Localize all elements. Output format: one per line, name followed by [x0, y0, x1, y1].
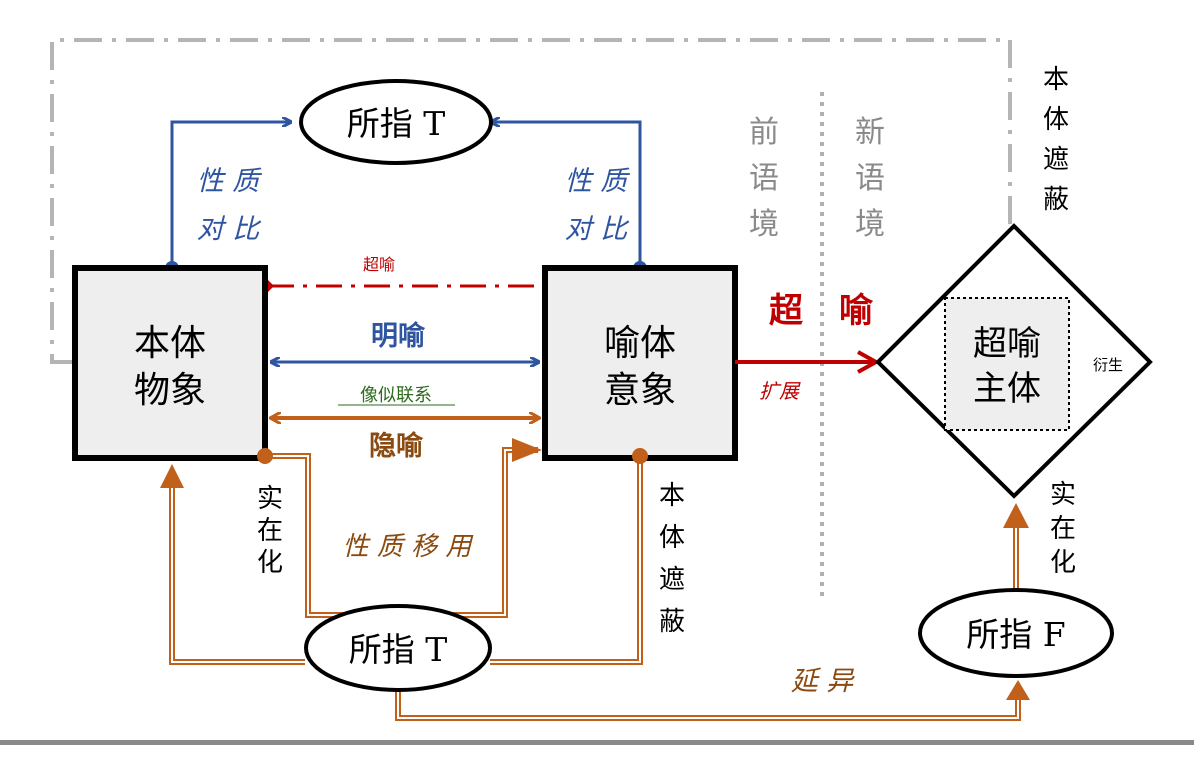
derive-label: 衍生	[1093, 356, 1123, 374]
contrast-right-line-1: 性 质	[565, 166, 631, 197]
similarity-label: 像似联系	[360, 385, 432, 406]
contrast-left-line-2: 对 比	[197, 214, 263, 245]
simile-label: 明喻	[371, 321, 426, 352]
hyper-diamond-line-2: 主体	[973, 369, 1041, 409]
signified-bottom-node	[304, 604, 492, 692]
hyper-big-char-1: 超	[769, 291, 804, 331]
tenor-mask-mid-char-4: 蔽	[659, 607, 685, 637]
tenor-mask-top-char-2: 体	[1043, 105, 1069, 135]
property-transfer-label: 性 质 移 用	[343, 532, 475, 562]
metaphor-label: 隐喻	[369, 431, 424, 462]
expand-arrow	[735, 350, 881, 374]
tenor-box	[72, 265, 268, 461]
blue-contrast-left-path	[165, 122, 290, 275]
tenor-mask-mid-char-3: 遮	[659, 565, 685, 595]
hyper-small-label: 超喻	[363, 255, 395, 274]
hyper-big-char-2: 喻	[839, 291, 874, 331]
hyper-diamond-line-1: 超喻	[973, 324, 1041, 364]
contrast-left-line-1: 性 质	[197, 166, 263, 197]
realize-right-path	[1003, 503, 1029, 590]
expand-label: 扩展	[759, 379, 801, 403]
realize-left-char-3: 化	[257, 548, 283, 578]
realize-left-char-2: 在	[257, 516, 283, 546]
vehicle-box-line-1: 喻体	[604, 323, 676, 364]
tenor-mask-top-char-1: 本	[1043, 65, 1069, 95]
tenor-box-line-1: 本体	[134, 323, 206, 364]
new-context-char-1: 新	[855, 115, 885, 150]
new-context-char-2: 语	[855, 161, 885, 196]
hyper-dashdot-line	[254, 276, 545, 296]
tenor-mask-mid-path	[490, 448, 648, 665]
realize-right-char-3: 化	[1050, 548, 1076, 578]
contrast-right-line-2: 对 比	[565, 214, 631, 245]
pre-context-char-2: 语	[749, 161, 779, 196]
tenor-mask-mid-char-2: 体	[659, 523, 685, 553]
property-transfer-path	[257, 438, 542, 618]
signified-bottom-label: 所指 T	[349, 630, 448, 669]
hyper-diamond-node	[875, 223, 1153, 499]
differance-label: 延 异	[791, 666, 856, 697]
tenor-mask-top-char-4: 蔽	[1043, 185, 1069, 215]
differance-path	[395, 680, 1030, 721]
vehicle-box-line-2: 意象	[604, 370, 676, 411]
realize-right-char-1: 实	[1050, 480, 1076, 510]
gray-dashdot-frame	[50, 38, 1012, 364]
pre-context-char-3: 境	[749, 207, 779, 242]
new-context-char-3: 境	[855, 207, 885, 242]
realize-left-path	[160, 464, 305, 665]
tenor-mask-mid-char-1: 本	[659, 481, 685, 511]
signified-top-label: 所指 T	[347, 104, 446, 143]
pre-context-char-1: 前	[749, 115, 779, 150]
signified-f-node	[918, 588, 1114, 678]
bottom-border-bar	[0, 740, 1194, 762]
tenor-box-line-2: 物象	[134, 370, 206, 411]
signified-top-node	[299, 79, 493, 165]
realize-left-char-1: 实	[257, 484, 283, 514]
signified-f-label: 所指 F	[966, 615, 1065, 654]
tenor-mask-top-char-3: 遮	[1043, 145, 1069, 175]
blue-contrast-right-path	[492, 122, 647, 275]
realize-right-char-2: 在	[1050, 514, 1076, 544]
